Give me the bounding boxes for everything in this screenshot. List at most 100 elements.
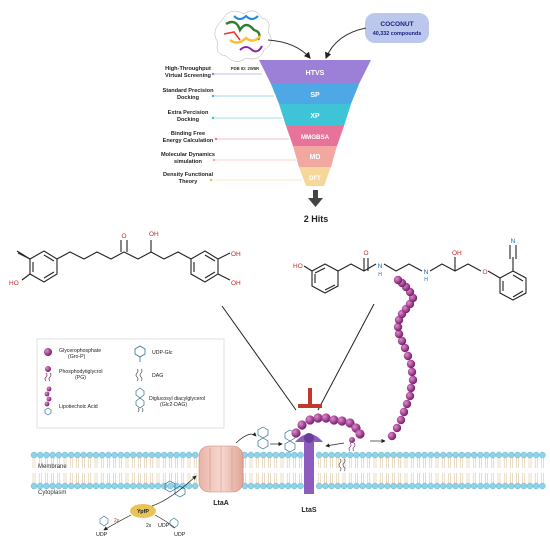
lipid-head [384,482,391,490]
lipid-tail [466,458,470,468]
lipid-tail [193,458,197,468]
lipid-head [160,451,168,459]
lipid-tail [255,473,259,483]
lipid-tail [367,458,371,468]
lta-bead [396,415,406,425]
lipid-tail [435,473,439,483]
lipid-head [191,482,199,490]
lipid-head [129,451,137,459]
lipid-tail [94,473,98,483]
lipid-head [340,451,348,459]
left-atom-ho: HO [9,280,19,287]
ltaa-export-arrow [235,432,257,444]
legend-label-lta: Lipotiechoic Acid [59,404,98,410]
lipid-tail [472,473,476,483]
lipid-tail [479,473,482,483]
inhibition-line-left [221,305,297,411]
lipid-tail [355,473,358,483]
lipid-tail [379,458,383,468]
lipid-head [340,482,348,490]
lipid-head [421,482,428,490]
right-atom-o-amide: O [363,250,368,257]
library-name: COCONUT [380,21,413,28]
lipid-head [520,451,527,459]
lipid-head [67,451,75,459]
lipid-head [297,451,304,459]
lta-bead [397,336,407,346]
lta-bead [305,415,315,425]
lipid-head [291,482,298,490]
gro-p-right [348,437,356,452]
lipid-tail [417,458,420,468]
lipid-tail [491,473,495,483]
lipid-head [409,482,416,490]
lipid-tail [528,458,532,468]
lipid-head [92,451,100,459]
funnel-stage-mmgbsa: MMGBSA [286,126,344,146]
lipid-tail [373,473,377,483]
lipid-tail [522,473,526,483]
lipid-tail [125,458,129,468]
lipid-tail [541,458,544,468]
lipid-head [185,451,193,459]
stage-label-sp-line2: Docking [177,95,200,101]
funnel-stage-md: MD [293,146,337,167]
lipid-tail [293,473,296,483]
lipid-head [427,482,434,490]
legend-label-udp-glc: UDP-Glc [152,350,173,356]
lipid-head [390,482,397,490]
lipid-head [173,451,180,459]
lipid-tail [528,473,532,483]
lipid-head [43,482,50,490]
screening-funnel: HTVS SP XP MMGBSA MD DFT [259,60,371,186]
lipid-tail [45,473,48,483]
udp-bottom-label: UDP [174,532,186,538]
lipid-tail [286,458,290,468]
lipid-tail [510,458,513,468]
lipid-head [539,451,546,459]
lipid-tail [404,473,408,483]
lipid-head [328,451,335,459]
right-atom-n-nitrile: N [511,238,516,245]
lipid-head [285,451,292,459]
lipid-head [514,482,521,490]
lipid-tail [32,473,36,483]
lipid-tail [76,458,79,468]
lipid-head [86,482,94,490]
lipid-tail [131,458,135,468]
lipid-head [142,451,149,459]
lipid-tail [156,458,160,468]
lipid-tail [404,458,408,468]
lipid-head [440,451,447,459]
lipid-head [30,482,38,490]
lipid-head [396,451,403,459]
lipid-tail [398,458,402,468]
lipid-tail [119,458,123,468]
lipid-tail [522,458,526,468]
lipid-tail [169,458,172,468]
lipid-tail [441,458,445,468]
lipid-tail [286,473,290,483]
funnel-stage-sp: SP [271,84,359,104]
lta-bead [405,391,415,401]
ypfp-enzyme [130,504,156,518]
legend-item-lta: Lipotiechoic Acid [44,386,98,416]
protein-structure [214,10,272,62]
lipid-tail [100,473,104,483]
lipid-tail [162,458,166,468]
lipid-head [508,482,515,490]
stage-label-xp-line1: Extra Percision [168,110,209,116]
lipid-head [322,451,329,459]
hit-molecule-2: HO O N H N H OH O N [293,238,527,301]
lipid-head [353,451,360,459]
lipid-head [167,451,174,459]
lipid-tail [348,473,352,483]
lipid-tail [429,473,433,483]
stage-code-xp: XP [310,113,320,120]
lipid-head [464,451,472,459]
lipid-tail [181,458,185,468]
lipid-head [49,482,56,490]
lipid-tail [175,473,178,483]
lipid-head [297,482,304,490]
lipid-tail [57,458,61,468]
